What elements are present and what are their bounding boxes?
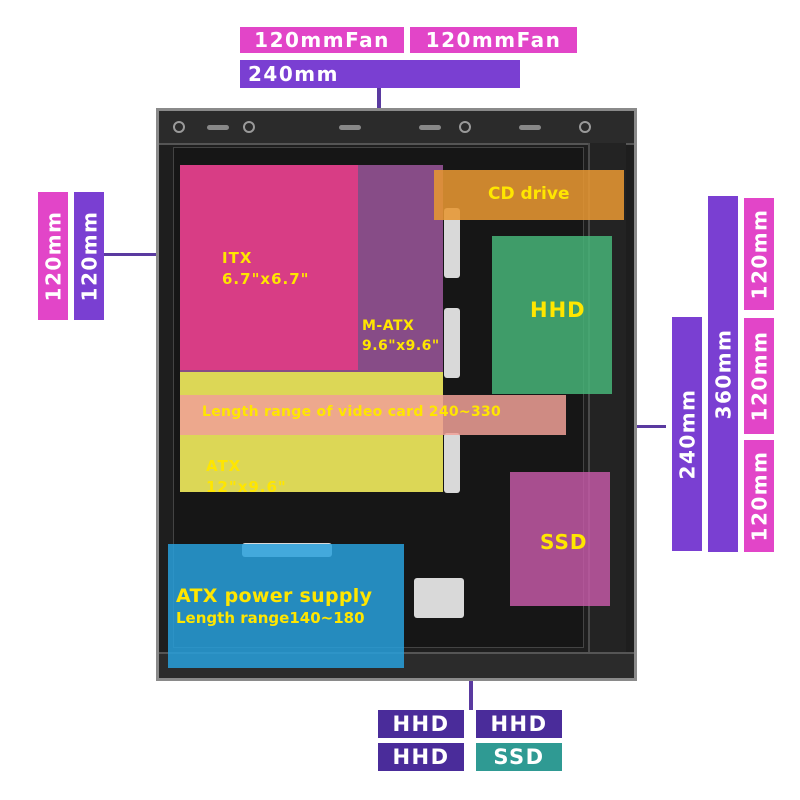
- itx-size: 6.7"x6.7": [222, 270, 310, 288]
- itx-label: ITX 6.7"x6.7": [222, 248, 309, 290]
- psu-zone: [168, 544, 404, 668]
- ssd-zone: [510, 472, 610, 606]
- left-connector-line: [104, 253, 164, 256]
- matx-size: 9.6"x9.6": [362, 338, 440, 354]
- matx-label: M-ATX 9.6"x9.6": [362, 316, 440, 356]
- cutout: [444, 308, 460, 378]
- ssd-label: SSD: [540, 530, 588, 554]
- matx-name: M-ATX: [362, 318, 415, 334]
- case-top-panel: [159, 111, 634, 145]
- bottom-tag-hhd-1: HHD: [378, 710, 464, 738]
- screw-icon: [459, 121, 471, 133]
- vent-slot: [519, 125, 541, 130]
- vent-slot: [207, 125, 229, 130]
- bottom-connector-line: [469, 654, 473, 710]
- bottom-tag-hhd-2: HHD: [476, 710, 562, 738]
- cutout: [414, 578, 464, 618]
- right-tag-120-mid: 120mm: [744, 318, 774, 434]
- psu-label: ATX power supply Length range140~180: [176, 585, 372, 627]
- screw-icon: [173, 121, 185, 133]
- cd-drive-zone: [434, 170, 624, 220]
- right-tag-120-bottom: 120mm: [744, 440, 774, 552]
- itx-zone: [180, 165, 358, 370]
- atx-label: ATX 12"x9.6": [206, 456, 287, 498]
- vent-slot: [339, 125, 361, 130]
- left-tag-2: 120mm: [74, 192, 104, 320]
- top-fan-tag-left: 120mmFan: [240, 27, 404, 53]
- itx-name: ITX: [222, 249, 253, 267]
- hhd-label: HHD: [530, 298, 586, 322]
- top-fan-tag-right: 120mmFan: [410, 27, 577, 53]
- video-card-label: Length range of video card 240~330: [202, 404, 502, 420]
- psu-range: Length range140~180: [176, 609, 365, 627]
- psu-name: ATX power supply: [176, 585, 373, 607]
- right-tag-240: 240mm: [672, 317, 702, 551]
- cutout: [444, 208, 460, 278]
- cd-drive-label: CD drive: [488, 184, 570, 204]
- left-tag-1: 120mm: [38, 192, 68, 320]
- video-card-zone: [180, 395, 566, 435]
- cutout: [444, 433, 460, 493]
- bottom-tag-ssd: SSD: [476, 743, 562, 771]
- right-tag-120-top: 120mm: [744, 198, 774, 310]
- screw-icon: [579, 121, 591, 133]
- top-size-tag: 240mm: [240, 60, 520, 88]
- bottom-tag-hhd-3: HHD: [378, 743, 464, 771]
- right-tag-360: 360mm: [708, 196, 738, 552]
- atx-size: 12"x9.6": [206, 478, 287, 496]
- hhd-zone: [492, 236, 612, 394]
- vent-slot: [419, 125, 441, 130]
- screw-icon: [243, 121, 255, 133]
- atx-name: ATX: [206, 457, 242, 475]
